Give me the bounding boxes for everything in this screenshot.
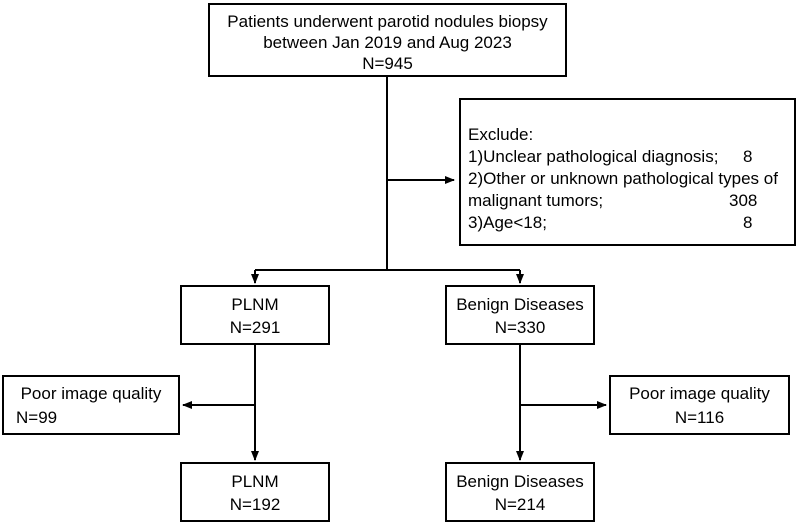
poor-right-count: N=116 xyxy=(674,408,725,427)
exclude-item3-count: 8 xyxy=(743,213,753,232)
plnm-final-label: PLNM xyxy=(231,472,279,491)
plnm-final-count: N=192 xyxy=(229,495,281,514)
exclude-item2-text-b: malignant tumors; xyxy=(468,191,604,210)
benign-initial-count: N=330 xyxy=(494,318,546,337)
poor-quality-right-box: Poor image quality N=116 xyxy=(609,375,790,435)
benign-initial-box: Benign Diseases N=330 xyxy=(445,285,595,345)
plnm-initial-count: N=291 xyxy=(229,318,281,337)
benign-initial-label: Benign Diseases xyxy=(456,295,584,314)
benign-final-label: Benign Diseases xyxy=(456,472,584,491)
plnm-initial-box: PLNM N=291 xyxy=(180,285,330,345)
benign-final-box: Benign Diseases N=214 xyxy=(445,462,595,522)
poor-left-count: N=99 xyxy=(16,408,58,427)
exclude-box: Exclude: 1)Unclear pathological diagnosi… xyxy=(459,98,796,246)
exclude-item2-count: 308 xyxy=(729,191,758,210)
plnm-final-box: PLNM N=192 xyxy=(180,462,330,522)
poor-left-label: Poor image quality xyxy=(20,384,162,403)
patients-line2: between Jan 2019 and Aug 2023 xyxy=(263,33,512,52)
exclude-heading: Exclude: xyxy=(468,125,534,144)
plnm-initial-label: PLNM xyxy=(231,295,279,314)
exclude-item1-text: 1)Unclear pathological diagnosis; xyxy=(468,147,719,166)
benign-final-count: N=214 xyxy=(494,495,546,514)
patients-count: N=945 xyxy=(362,54,413,73)
patients-box: Patients underwent parotid nodules biops… xyxy=(208,3,567,77)
patients-line1: Patients underwent parotid nodules biops… xyxy=(227,12,548,31)
exclude-item2-text-a: 2)Other or unknown pathological types of xyxy=(468,169,778,188)
exclude-item3-text: 3)Age<18; xyxy=(468,213,547,232)
poor-right-label: Poor image quality xyxy=(629,384,770,403)
exclude-item1-count: 8 xyxy=(743,147,753,166)
poor-quality-left-box: Poor image quality N=99 xyxy=(2,375,180,435)
